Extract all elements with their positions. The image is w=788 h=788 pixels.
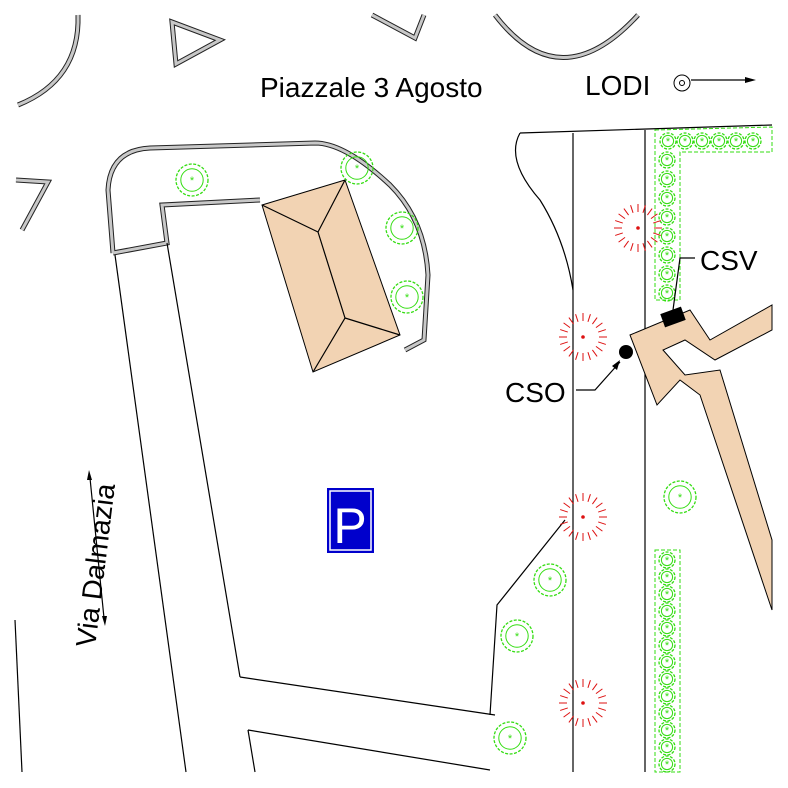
tree-icon: [559, 679, 607, 727]
svg-text:*: *: [665, 640, 670, 652]
svg-text:*: *: [665, 623, 670, 635]
tree-icon: *: [658, 227, 676, 245]
tree-icon: *: [658, 619, 676, 637]
tree-icon: *: [658, 687, 676, 705]
tree-icon: *: [658, 208, 676, 226]
csv-label: CSV: [700, 245, 758, 276]
svg-text:*: *: [665, 742, 670, 754]
tree-icon: *: [385, 211, 419, 245]
tree-icon: *: [658, 151, 676, 169]
tree-icon: *: [658, 246, 676, 264]
svg-text:*: *: [665, 555, 670, 567]
svg-text:*: *: [665, 759, 670, 771]
tree-icon: *: [390, 280, 424, 314]
svg-text:*: *: [400, 223, 405, 235]
tree-icon: *: [663, 480, 697, 514]
svg-text:*: *: [665, 674, 670, 686]
svg-text:*: *: [665, 193, 670, 205]
svg-text:*: *: [665, 725, 670, 737]
lodi-direction: LODI: [585, 70, 756, 101]
parking-label: P: [333, 498, 366, 554]
square-name-label: Piazzale 3 Agosto: [260, 72, 483, 103]
lodi-label: LODI: [585, 70, 650, 101]
svg-text:*: *: [508, 733, 513, 745]
svg-text:*: *: [751, 136, 756, 148]
tree-icon: *: [658, 602, 676, 620]
tree-icon: *: [340, 151, 374, 185]
street-lines: [14, 124, 773, 773]
tree-icon: *: [658, 653, 676, 671]
svg-text:*: *: [665, 231, 670, 243]
tree-icon: *: [658, 738, 676, 756]
svg-text:*: *: [665, 657, 670, 669]
arrow-right-icon: [745, 77, 756, 83]
tree-icon: *: [658, 755, 676, 773]
svg-text:*: *: [665, 606, 670, 618]
tree-icon: *: [533, 563, 567, 597]
tree-icon: *: [676, 132, 694, 150]
svg-text:*: *: [405, 292, 410, 304]
tree-icon: *: [727, 132, 745, 150]
tree-icon: [614, 204, 662, 252]
tree-icon: [559, 493, 607, 541]
tree-icon: *: [659, 132, 677, 150]
svg-text:*: *: [190, 175, 195, 187]
svg-text:*: *: [665, 250, 670, 262]
tree-icon: *: [175, 163, 209, 197]
svg-text:*: *: [700, 136, 705, 148]
csv-marker: CSV: [660, 245, 758, 328]
svg-text:*: *: [665, 288, 670, 300]
tree-icon: *: [658, 721, 676, 739]
svg-text:*: *: [515, 631, 520, 643]
tree-icon: *: [658, 189, 676, 207]
street-name-label: Via Dalmazia: [70, 481, 121, 648]
sidewalk-path: [629, 304, 773, 611]
building: [261, 179, 401, 373]
svg-text:*: *: [665, 174, 670, 186]
tree-icon: *: [658, 585, 676, 603]
tree-icon: *: [658, 704, 676, 722]
cso-label: CSO: [505, 377, 566, 408]
hedge-trees: * * * * * * * * * * * * * * * * * * * * * * * * * * *: [658, 132, 762, 773]
svg-text:*: *: [734, 136, 739, 148]
tree-icon: *: [658, 636, 676, 654]
svg-text:*: *: [665, 691, 670, 703]
tree-icon: [559, 313, 607, 361]
tree-icon: *: [658, 670, 676, 688]
via-dalmazia: Via Dalmazia: [70, 470, 121, 649]
tree-icon: *: [744, 132, 762, 150]
svg-text:*: *: [717, 136, 722, 148]
svg-text:*: *: [665, 269, 670, 281]
cso-marker: CSO: [505, 345, 633, 408]
tree-icon: *: [693, 132, 711, 150]
hedges: [654, 126, 773, 773]
svg-text:*: *: [665, 155, 670, 167]
tree-icon: *: [500, 619, 534, 653]
svg-text:*: *: [665, 589, 670, 601]
svg-text:*: *: [665, 212, 670, 224]
svg-text:*: *: [355, 163, 360, 175]
svg-text:*: *: [548, 575, 553, 587]
tree-icon: *: [658, 265, 676, 283]
svg-text:*: *: [678, 492, 683, 504]
tree-icon: *: [658, 170, 676, 188]
svg-text:*: *: [665, 572, 670, 584]
curbs: [15, 12, 640, 353]
svg-text:*: *: [683, 136, 688, 148]
green-trees: * * * * * * * *: [175, 151, 697, 755]
tree-icon: *: [658, 568, 676, 586]
tree-icon: *: [658, 284, 676, 302]
tree-icon: *: [493, 721, 527, 755]
red-trees: [559, 204, 662, 727]
parking-sign: P: [327, 488, 374, 554]
tree-icon: *: [710, 132, 728, 150]
svg-text:*: *: [665, 708, 670, 720]
svg-text:*: *: [666, 136, 671, 148]
tree-icon: *: [658, 551, 676, 569]
